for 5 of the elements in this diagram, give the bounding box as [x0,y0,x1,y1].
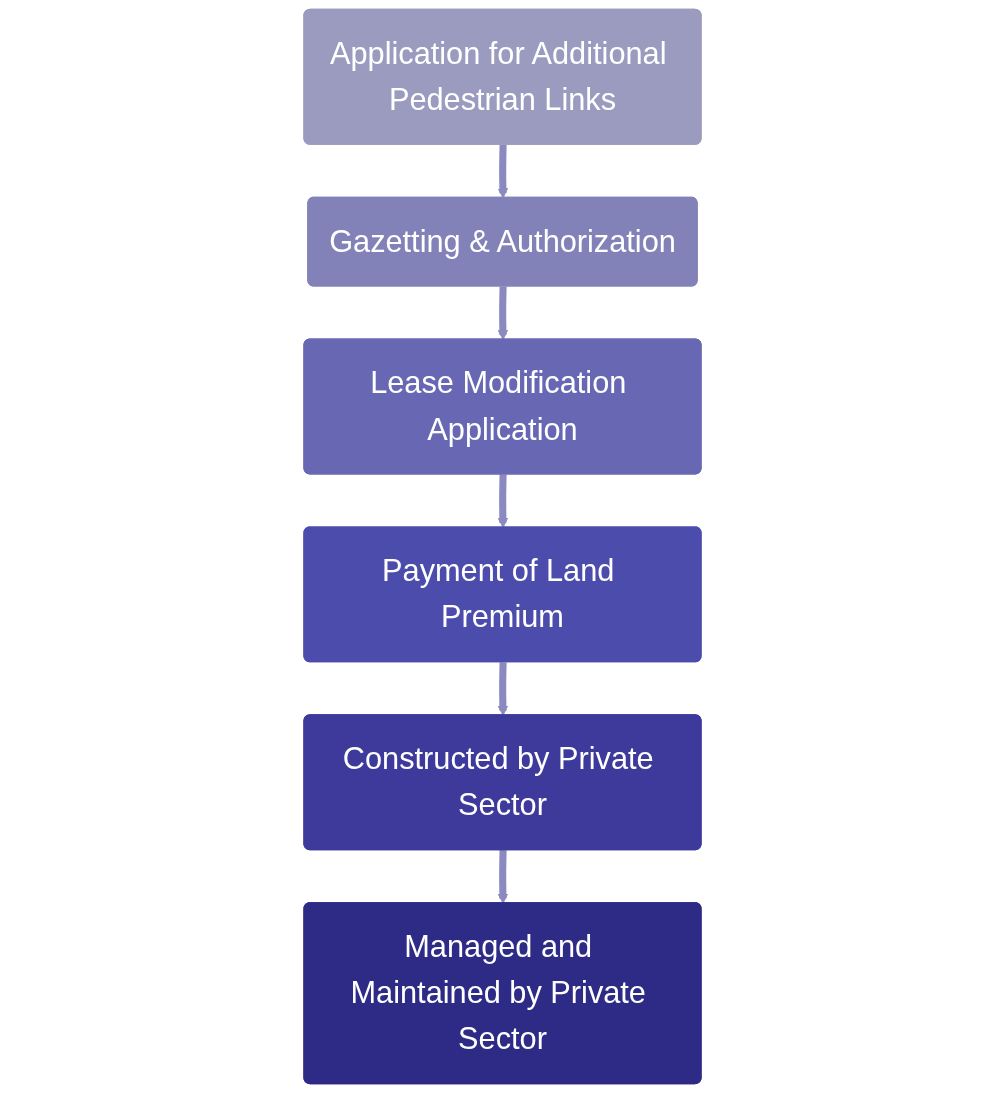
arrow [497,850,509,904]
arrow [497,662,509,716]
arrow [497,474,509,529]
arrow [497,286,509,341]
arrow [497,144,509,199]
